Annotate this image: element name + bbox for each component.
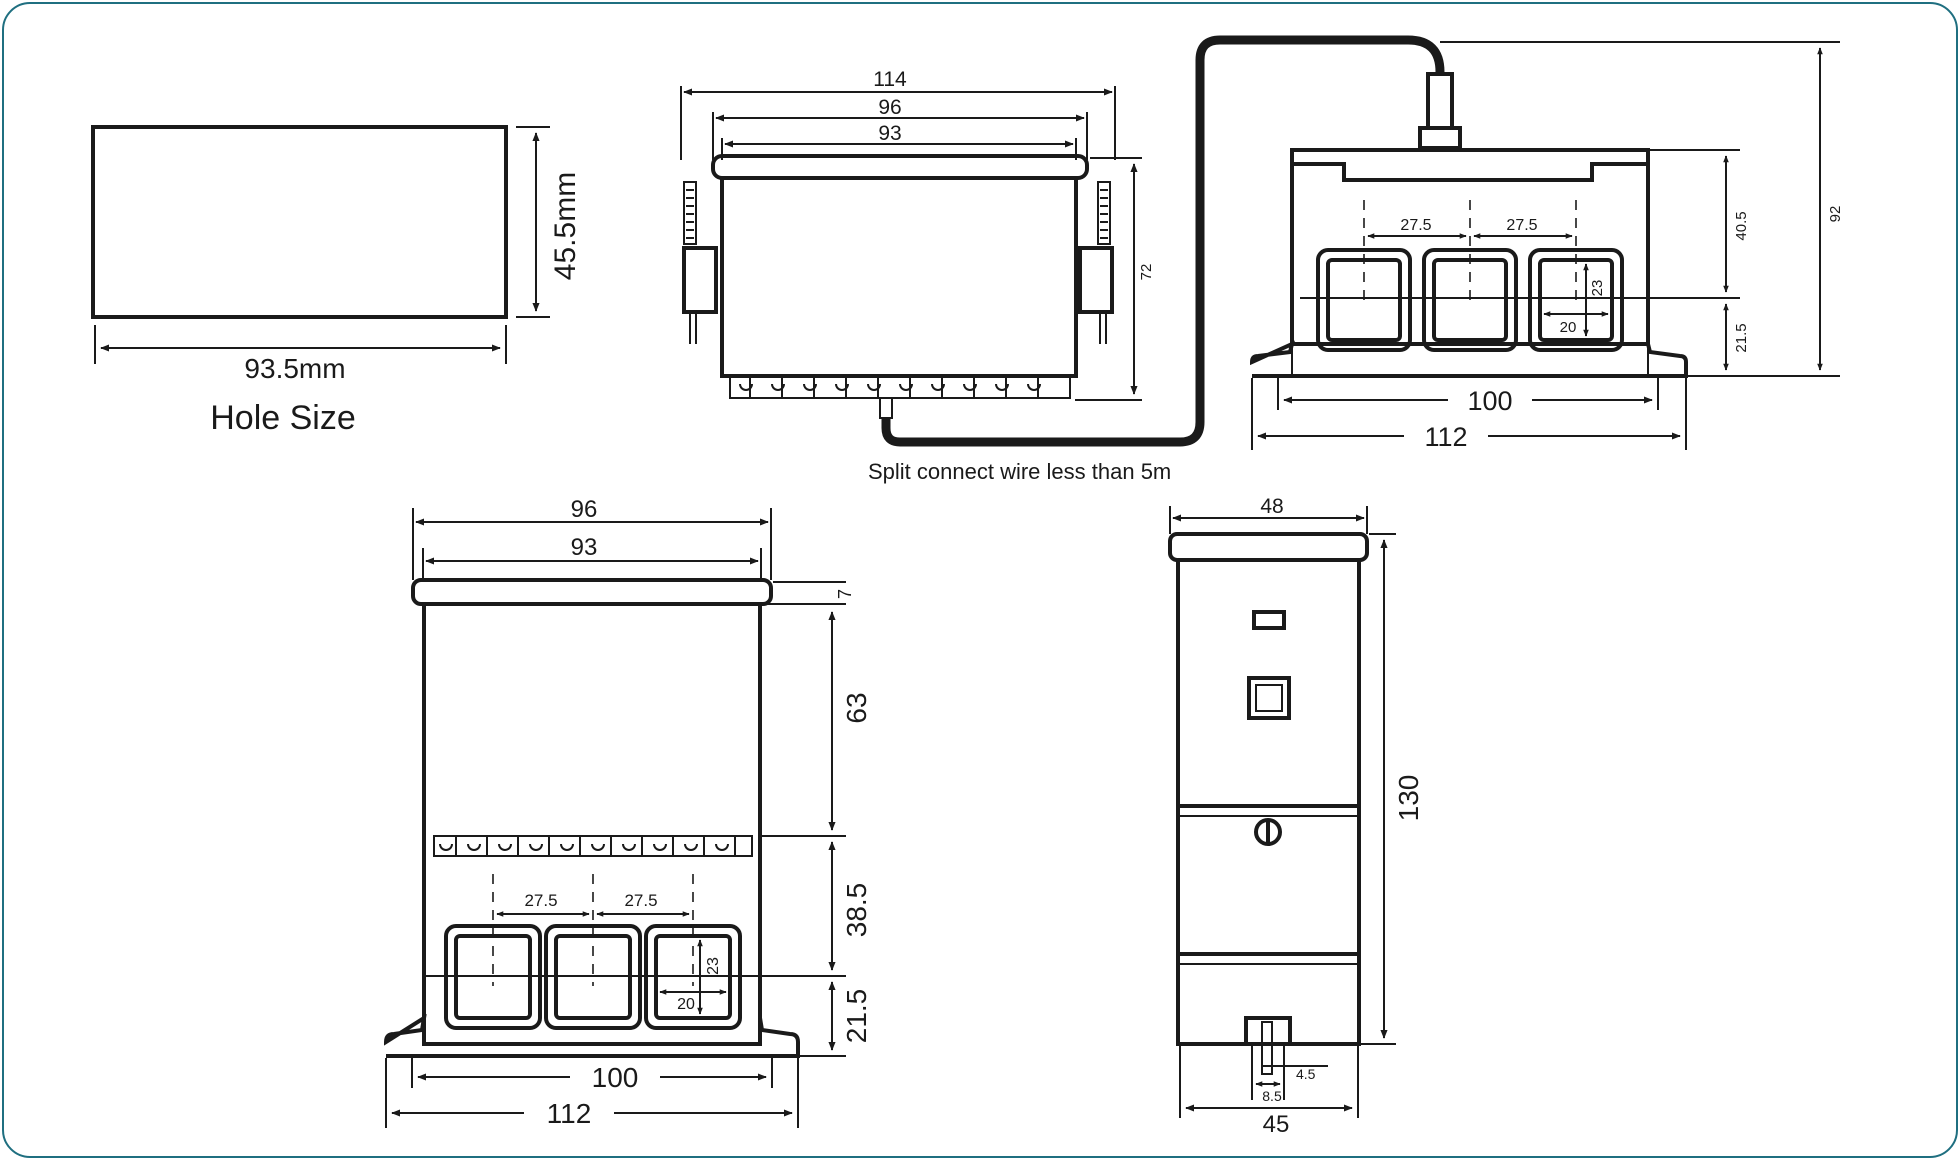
window-height-label: 23 — [1589, 280, 1606, 297]
split-connect-cable — [881, 35, 1445, 447]
assembly-body — [422, 602, 762, 1046]
sensor-window-1 — [1316, 248, 1412, 352]
cable-gland — [1426, 72, 1454, 130]
dimension-45-label: 45 — [1263, 1111, 1290, 1138]
sensor-base — [1249, 340, 1688, 378]
assembly-window-2 — [544, 924, 642, 1030]
sensor-window-3 — [1528, 248, 1624, 352]
dimension-72-label: 72 — [1138, 264, 1155, 281]
dimension-92-label: 92 — [1827, 206, 1844, 223]
side-body — [1176, 558, 1361, 1046]
dimension-7-label: 7 — [835, 589, 855, 599]
assembly-pitch-right-label: 27.5 — [624, 891, 657, 910]
front-bezel — [711, 154, 1089, 180]
meter-front-view: 114 96 93 — [680, 68, 1155, 419]
dimension-114-label: 114 — [873, 68, 907, 91]
hole-height-label: 45.5mm — [549, 172, 582, 280]
assembly-front-view: 96 93 27.5 27.5 23 20 — [383, 496, 872, 1129]
assembly-window-height-label: 23 — [705, 957, 722, 975]
hole-size-view: 45.5mm 93.5mm Hole Size — [91, 125, 582, 437]
side-indicator-slot — [1252, 610, 1286, 630]
assembly-window-1 — [444, 924, 542, 1030]
side-foot-clip — [1244, 1016, 1292, 1046]
wire-note: Split connect wire less than 5m — [868, 459, 1171, 484]
dimension-21-5-top-label: 21.5 — [1733, 323, 1750, 352]
rear-terminal-block — [729, 375, 1071, 419]
dimension-100-bottom-label: 100 — [592, 1062, 639, 1093]
dimension-63-label: 63 — [841, 692, 872, 723]
dimension-100-top-label: 100 — [1467, 386, 1512, 416]
panel-cutout — [91, 125, 508, 319]
assembly-window-width-label: 20 — [677, 996, 695, 1013]
assembly-pitch-left-label: 27.5 — [524, 891, 557, 910]
dimension-48-label: 48 — [1260, 495, 1283, 518]
mounting-clip-right — [1078, 181, 1114, 344]
sensor-window-2 — [1422, 248, 1518, 352]
dimension-112-top-label: 112 — [1424, 422, 1467, 452]
front-body — [720, 176, 1078, 378]
assembly-bezel — [411, 578, 773, 606]
dimension-40-5-label: 40.5 — [1733, 211, 1750, 240]
pitch-right-label: 27.5 — [1506, 217, 1537, 234]
side-view: 48 4.5 8.5 130 45 — [1168, 495, 1424, 1138]
dimension-21-5-bottom-label: 21.5 — [841, 989, 872, 1044]
dimension-93-label: 93 — [878, 122, 901, 145]
hole-size-caption: Hole Size — [210, 399, 356, 437]
dimension-96-label: 96 — [878, 96, 901, 119]
assembly-base — [383, 1013, 800, 1058]
dimension-4-5-label: 4.5 — [1296, 1066, 1316, 1082]
hole-width-label: 93.5mm — [244, 353, 345, 384]
pitch-left-label: 27.5 — [1400, 217, 1431, 234]
dimension-38-5-label: 38.5 — [841, 883, 872, 938]
dimension-130-label: 130 — [1393, 775, 1424, 822]
window-width-label: 20 — [1560, 319, 1577, 336]
side-button-square — [1247, 676, 1291, 720]
assembly-terminal-block — [433, 835, 753, 857]
assembly-window-3 — [644, 924, 742, 1030]
sensor-top-view: 27.5 27.5 23 20 40.5 21.5 92 100 112 — [1249, 41, 1844, 452]
mounting-clip-left — [682, 181, 718, 344]
dimension-96-bottom-label: 96 — [571, 496, 598, 523]
dimension-93-bottom-label: 93 — [571, 534, 598, 561]
dimension-112-bottom-label: 112 — [547, 1098, 592, 1129]
dimension-8-5-label: 8.5 — [1262, 1088, 1282, 1104]
side-bezel — [1168, 532, 1369, 562]
